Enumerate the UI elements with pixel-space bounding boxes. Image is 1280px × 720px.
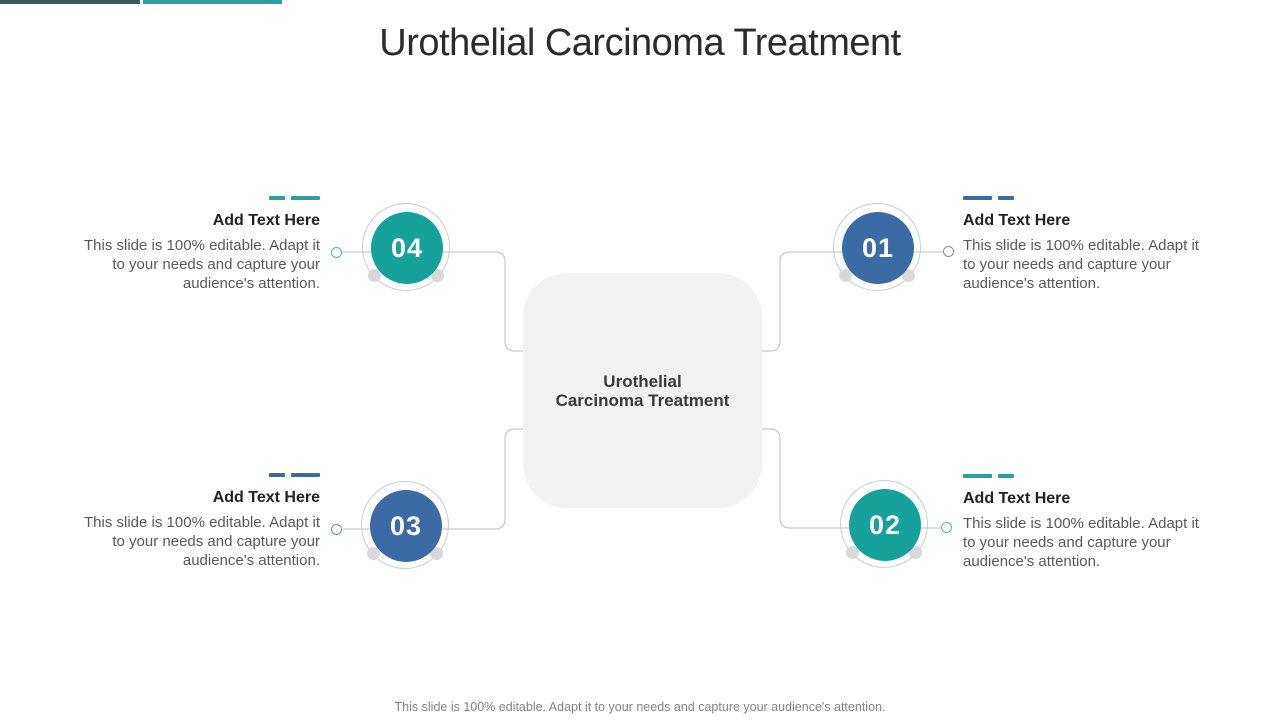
node-ring <box>840 480 928 568</box>
step-node-04: 04 <box>362 203 452 293</box>
step-node-01: 01 <box>833 203 923 293</box>
connector-path-04 <box>343 251 524 352</box>
anchor-dot <box>909 546 922 559</box>
node-ring <box>362 203 450 291</box>
anchor-dot <box>368 269 381 282</box>
accent-dashes <box>72 473 320 477</box>
step-number-circle-02: 02 <box>849 489 921 561</box>
text-block-01: Add Text Here This slide is 100% editabl… <box>963 196 1211 293</box>
connector-path-03 <box>343 428 524 530</box>
top-accent-bar-teal <box>143 0 282 4</box>
step-number-circle-04: 04 <box>371 212 443 284</box>
block-body: This slide is 100% editable. Adapt it to… <box>84 237 320 292</box>
center-topic-box: Urothelial Carcinoma Treatment <box>523 273 762 508</box>
anchor-dot <box>839 269 852 282</box>
block-heading: Add Text Here <box>963 490 1071 507</box>
connector-endpoint-circle-02 <box>941 522 952 533</box>
step-number: 04 <box>390 232 424 263</box>
block-body: This slide is 100% editable. Adapt it to… <box>963 515 1199 570</box>
footer-note: This slide is 100% editable. Adapt it to… <box>394 700 886 714</box>
step-number: 01 <box>861 232 895 263</box>
step-number: 02 <box>868 509 902 540</box>
connector-path-02 <box>761 428 941 529</box>
node-ring <box>361 481 449 569</box>
step-number-circle-01: 01 <box>842 212 914 284</box>
block-body: This slide is 100% editable. Adapt it to… <box>84 514 320 569</box>
connector-endpoint-circle-04 <box>331 247 342 258</box>
text-block-03: Add Text Here This slide is 100% editabl… <box>72 473 320 570</box>
center-topic-label: Urothelial Carcinoma Treatment <box>555 371 730 410</box>
step-number: 03 <box>389 510 423 541</box>
anchor-dot <box>846 546 859 559</box>
text-block-02: Add Text Here This slide is 100% editabl… <box>963 474 1211 571</box>
accent-dashes <box>963 474 1211 478</box>
dash-icon <box>269 473 285 477</box>
dash-icon <box>963 474 992 478</box>
anchor-dot <box>367 547 380 560</box>
step-node-03: 03 <box>361 481 451 571</box>
dash-icon <box>269 196 285 200</box>
text-block-04: Add Text Here This slide is 100% editabl… <box>72 196 320 293</box>
connector-path-01 <box>761 251 943 352</box>
accent-dashes <box>963 196 1211 200</box>
block-body: This slide is 100% editable. Adapt it to… <box>963 237 1199 292</box>
dash-icon <box>998 196 1014 200</box>
block-heading: Add Text Here <box>963 212 1071 229</box>
top-accent-bar-dark <box>0 0 140 4</box>
dash-icon <box>291 473 320 477</box>
step-number-circle-03: 03 <box>370 490 442 562</box>
connector-endpoint-circle-01 <box>943 246 954 257</box>
step-node-02: 02 <box>840 480 930 570</box>
anchor-dot <box>430 547 443 560</box>
accent-dashes <box>72 196 320 200</box>
dash-icon <box>963 196 992 200</box>
node-ring <box>833 203 921 291</box>
block-heading: Add Text Here <box>212 489 320 506</box>
dash-icon <box>998 474 1014 478</box>
block-heading: Add Text Here <box>212 212 320 229</box>
anchor-dot <box>431 269 444 282</box>
dash-icon <box>291 196 320 200</box>
slide-title: Urothelial Carcinoma Treatment <box>379 22 901 64</box>
anchor-dot <box>902 269 915 282</box>
connector-endpoint-circle-03 <box>331 524 342 535</box>
